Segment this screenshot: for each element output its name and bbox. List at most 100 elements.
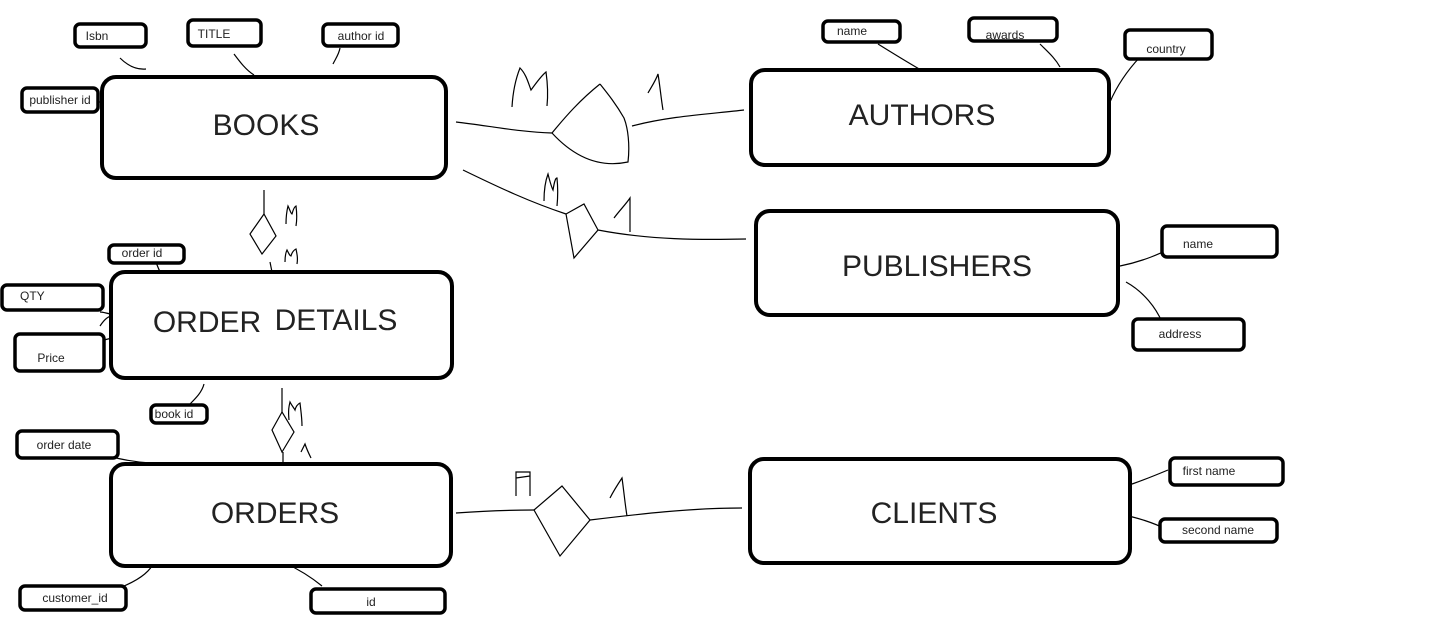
orderdetails-orders-diamond — [271, 410, 295, 454]
orderdetails-orders-card-m — [287, 400, 303, 427]
entity-publishers: PUBLISHERS — [754, 209, 1120, 317]
attr-order-date: order date — [15, 429, 120, 460]
books-authors-card-1 — [647, 73, 664, 111]
attr-author-id: author id — [321, 22, 400, 48]
attr-order-id: order id — [107, 243, 186, 265]
attr-address: address — [1131, 317, 1246, 352]
attr-isbn-box — [73, 22, 148, 49]
attr-price: Price — [13, 332, 106, 373]
title-connector — [233, 53, 255, 76]
orders-clients-card-m — [515, 471, 531, 496]
entity-books-label: BOOKS — [213, 109, 320, 142]
attr-qty: QTY — [0, 283, 105, 312]
attr-address-box — [1131, 317, 1246, 352]
entity-authors-box — [749, 68, 1111, 167]
attr-publisher-id-box — [20, 86, 100, 114]
orderdetails-orders-card-1 — [300, 442, 312, 459]
entity-order-details-box — [109, 270, 454, 380]
attr-publisher-id: publisher id — [20, 86, 100, 114]
attr-id-box — [309, 587, 447, 615]
attr-author-name: name — [821, 19, 902, 44]
author-id-connector — [332, 47, 341, 65]
attr-order-date-box — [15, 429, 120, 460]
entity-authors: AUTHORS — [749, 68, 1111, 167]
entity-order-details-label-1: ORDER — [153, 306, 261, 339]
entity-clients-box — [748, 457, 1132, 565]
attr-book-id-box — [149, 403, 209, 425]
attr-price-box — [13, 332, 106, 373]
attr-country-label: country — [1146, 42, 1185, 56]
attr-id: id — [309, 587, 447, 615]
orders-clients-line-right — [589, 507, 743, 521]
attr-title-label: TITLE — [198, 27, 231, 41]
attr-isbn-label: Isbn — [86, 29, 109, 43]
attr-order-id-box — [107, 243, 186, 265]
entity-orders: ORDERS — [109, 462, 453, 568]
isbn-connector — [119, 57, 147, 70]
attr-author-id-box — [321, 22, 400, 48]
attr-qty-label: QTY — [20, 289, 45, 303]
attr-price-label: Price — [37, 351, 65, 365]
entity-books-box — [100, 75, 448, 180]
orders-clients-diamond — [533, 485, 591, 558]
country-connector — [1109, 56, 1141, 103]
books-publishers-line — [462, 169, 567, 215]
attr-author-name-label: name — [837, 24, 867, 38]
attr-customer-id-box — [18, 584, 128, 612]
books-orderdetails-card-m — [285, 204, 298, 227]
entity-orders-label: ORDERS — [211, 497, 339, 530]
entity-order-details-label-2: DETAILS — [275, 304, 398, 337]
attr-address-label: address — [1159, 327, 1202, 341]
attr-first-name: first name — [1168, 456, 1285, 487]
orders-clients-card-1 — [609, 476, 628, 517]
attr-second-name: second name — [1158, 517, 1279, 544]
entity-publishers-label: PUBLISHERS — [842, 250, 1032, 283]
attr-author-name-box — [821, 19, 902, 44]
attr-first-name-label: first name — [1183, 464, 1236, 478]
books-authors-line-right — [631, 109, 745, 127]
books-orderdetails-diamond — [249, 212, 277, 256]
attr-id-label: id — [366, 595, 375, 609]
entity-clients-label: CLIENTS — [871, 497, 998, 530]
awards-connector — [1039, 43, 1061, 68]
attr-author-id-label: author id — [338, 29, 385, 43]
attr-isbn: Isbn — [73, 22, 148, 49]
address-connector — [1125, 281, 1163, 323]
books-authors-line — [455, 121, 553, 134]
entity-order-details: ORDER DETAILS — [109, 270, 454, 380]
orders-clients-line — [455, 509, 535, 514]
attr-order-date-label: order date — [37, 438, 92, 452]
attr-awards: awards — [967, 16, 1059, 43]
entity-orders-box — [109, 462, 453, 568]
attr-publisher-name: name — [1160, 224, 1279, 259]
attr-title: TITLE — [186, 18, 263, 48]
attr-publisher-id-label: publisher id — [29, 93, 90, 107]
attr-customer-id: customer_id — [18, 584, 128, 612]
attr-book-id-label: book id — [155, 407, 194, 421]
attr-order-id-label: order id — [122, 246, 163, 260]
books-authors-diamond — [551, 83, 630, 165]
attr-qty-box — [0, 283, 105, 312]
attr-title-box — [186, 18, 263, 48]
attr-first-name-box — [1168, 456, 1285, 487]
attr-second-name-box — [1158, 517, 1279, 544]
attr-publisher-name-label: name — [1183, 237, 1213, 251]
attr-customer-id-label: customer_id — [42, 591, 107, 605]
books-publishers-card-1 — [613, 196, 631, 232]
attr-second-name-label: second name — [1182, 523, 1254, 537]
attr-country: country — [1123, 28, 1214, 61]
attr-country-box — [1123, 28, 1214, 61]
books-publishers-diamond — [565, 203, 599, 260]
entity-clients: CLIENTS — [748, 457, 1132, 565]
books-publishers-card-m — [543, 171, 559, 207]
attr-publisher-name-box — [1160, 224, 1279, 259]
entity-authors-label: AUTHORS — [849, 99, 996, 132]
entity-publishers-box — [754, 209, 1120, 317]
books-orderdetails-card-m2 — [284, 248, 299, 265]
attr-awards-box — [967, 16, 1059, 43]
entity-books: BOOKS — [100, 75, 448, 180]
books-authors-card-m — [511, 66, 549, 108]
books-publishers-line-right — [597, 229, 747, 241]
book-id-connector — [189, 383, 205, 405]
